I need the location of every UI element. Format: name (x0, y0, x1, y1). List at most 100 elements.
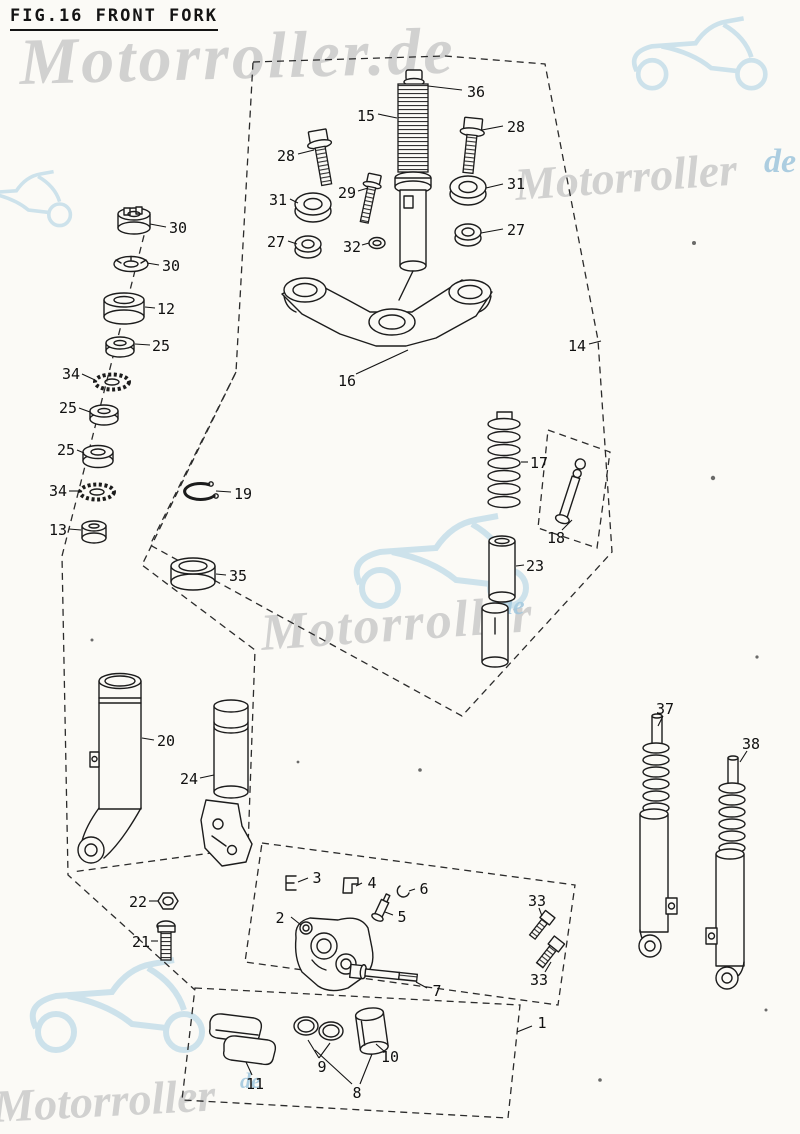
part-22-nut-drawing (157, 892, 179, 910)
scooter-watermark-icon (0, 169, 73, 228)
part-9-seals-drawing (293, 1016, 344, 1041)
callout-12: 12 (144, 300, 175, 318)
callout-20: 20 (141, 732, 175, 750)
callout-32: 32 (343, 238, 370, 256)
part-label-25: 25 (152, 337, 170, 355)
part-15-drawing (394, 83, 432, 301)
part-12-drawing (103, 292, 145, 325)
callout-27-left: 27 (267, 233, 298, 251)
part-25-c-drawing (82, 444, 114, 469)
part-label-10: 10 (381, 1048, 399, 1066)
callout-3: 3 (297, 869, 322, 887)
part-label-35: 35 (229, 567, 247, 585)
callout-37: 37 (656, 700, 674, 727)
callout-33-lower: 33 (530, 961, 552, 989)
part-28-right-drawing (459, 116, 485, 175)
part-label-34: 34 (49, 482, 67, 500)
part-7-bolt-drawing (348, 963, 419, 983)
part-label-27: 27 (507, 221, 525, 239)
part-label-22: 22 (129, 893, 147, 911)
callout-17: 17 (521, 454, 548, 472)
part-13-drawing (81, 520, 107, 544)
callout-30-bottom: 30 (146, 257, 180, 275)
callout-25-c: 25 (57, 441, 85, 459)
callout-25-b: 25 (59, 399, 91, 417)
part-label-5: 5 (397, 908, 406, 926)
callout-24: 24 (180, 770, 215, 788)
callout-33-upper: 33 (528, 892, 546, 917)
watermark-tld-right: de (764, 143, 796, 180)
part-label-25: 25 (57, 441, 75, 459)
callout-11: 11 (245, 1061, 264, 1093)
part-label-8: 8 (352, 1084, 361, 1102)
part-label-19: 19 (234, 485, 252, 503)
part-label-9: 9 (317, 1058, 326, 1076)
callout-15: 15 (357, 107, 398, 125)
watermark-text-bottom: Motorroller (0, 1069, 218, 1132)
part-4-spring-drawing (342, 877, 359, 894)
callout-8: 8 (314, 1049, 373, 1102)
part-label-16: 16 (338, 372, 356, 390)
callout-34-a: 34 (62, 365, 96, 383)
part-label-33: 33 (528, 892, 546, 910)
part-23-tube-drawing (488, 535, 516, 603)
axle-clamp-drawing (200, 799, 253, 867)
part-label-27: 27 (267, 233, 285, 251)
callout-18: 18 (547, 519, 573, 547)
part-11-pads-drawing (208, 1013, 277, 1066)
callout-22: 22 (129, 893, 158, 911)
callout-2: 2 (275, 909, 302, 927)
part-label-3: 3 (312, 869, 321, 887)
part-33-upper-bolt-drawing (528, 909, 556, 941)
callout-31-right: 31 (485, 175, 525, 193)
part-label-6: 6 (419, 880, 428, 898)
part-label-14: 14 (568, 337, 586, 355)
callout-28-right: 28 (481, 118, 525, 136)
callout-9: 9 (307, 1039, 331, 1076)
callout-16: 16 (338, 349, 409, 390)
part-label-2: 2 (275, 909, 284, 927)
part-label-12: 12 (157, 300, 175, 318)
part-19-circlip-drawing (183, 481, 219, 501)
boundary-fork-leg (71, 371, 256, 873)
scooter-watermark-icon (634, 18, 765, 88)
part-34-a-drawing (93, 372, 131, 392)
part-label-37: 37 (656, 700, 674, 718)
callout-21: 21 (132, 933, 158, 951)
callout-25-a: 25 (134, 337, 170, 355)
callout-7: 7 (415, 981, 442, 1000)
part-label-28: 28 (277, 147, 295, 165)
part-21-bolt-drawing (156, 920, 176, 961)
part-label-31: 31 (507, 175, 525, 193)
part-label-32: 32 (343, 238, 361, 256)
watermark-tld-bottom: de (240, 1068, 261, 1093)
part-label-31: 31 (269, 191, 287, 209)
part-31-right-drawing (449, 175, 487, 206)
part-label-1: 1 (537, 1014, 546, 1032)
part-label-30: 30 (162, 257, 180, 275)
part-17-boot-drawing (487, 411, 521, 509)
part-31-left-drawing (294, 192, 332, 223)
boundary-caliper (244, 842, 576, 1006)
part-33-lower-bolt-drawing (535, 935, 566, 969)
part-label-24: 24 (180, 770, 198, 788)
part-18-strap-drawing (554, 458, 586, 525)
part-label-28: 28 (507, 118, 525, 136)
part-label-21: 21 (132, 933, 150, 951)
part-16-triple-clamp-drawing (281, 277, 493, 347)
part-label-18: 18 (547, 529, 565, 547)
callout-35: 35 (215, 567, 247, 585)
boundary-boot-strap (537, 429, 611, 549)
callout-13: 13 (49, 521, 82, 539)
callout-34-b: 34 (49, 482, 80, 500)
part-27-right-drawing (454, 223, 482, 247)
part-label-29: 29 (338, 184, 356, 202)
part-36-drawing (403, 69, 425, 87)
callout-28-left: 28 (277, 147, 315, 165)
callout-19: 19 (215, 485, 252, 503)
boundary-brake-kit (181, 987, 521, 1119)
part-6-clip-drawing (396, 885, 410, 898)
part-32-drawing (368, 236, 386, 250)
